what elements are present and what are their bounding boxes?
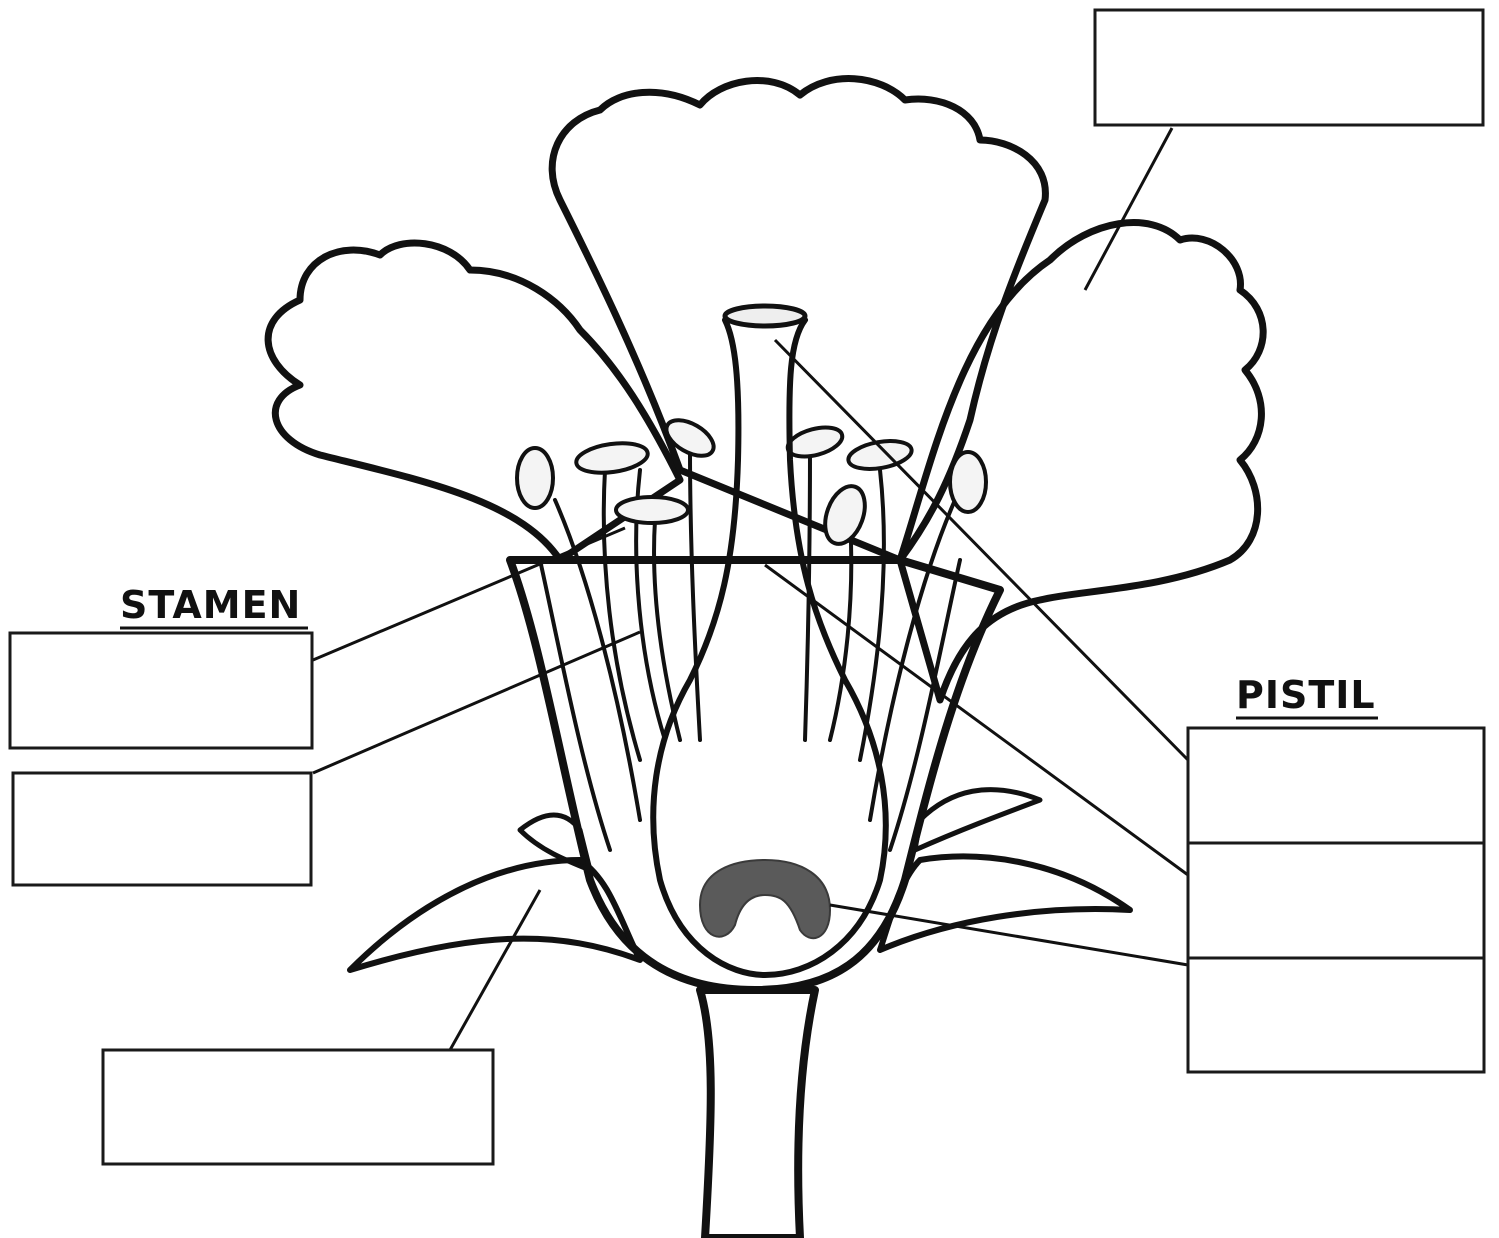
left-sepal — [350, 860, 640, 970]
label-box-pistil-stigma[interactable] — [1188, 728, 1484, 843]
label-box-sepal[interactable] — [103, 1050, 493, 1164]
stem — [700, 990, 815, 1238]
label-box-pistil-ovary[interactable] — [1188, 958, 1484, 1072]
flower-cup — [510, 560, 1000, 990]
label-box-stamen-filament[interactable] — [13, 773, 311, 885]
ovule — [700, 860, 830, 938]
right-sepal-back — [915, 790, 1040, 850]
stigma-top — [725, 306, 805, 326]
pistil-heading: PISTIL — [1236, 673, 1376, 717]
right-sepal — [880, 857, 1130, 950]
label-box-petal[interactable] — [1095, 10, 1483, 125]
label-box-pistil-style[interactable] — [1188, 843, 1484, 958]
stamen-heading: STAMEN — [120, 583, 301, 627]
label-box-stamen-anther[interactable] — [10, 633, 312, 748]
